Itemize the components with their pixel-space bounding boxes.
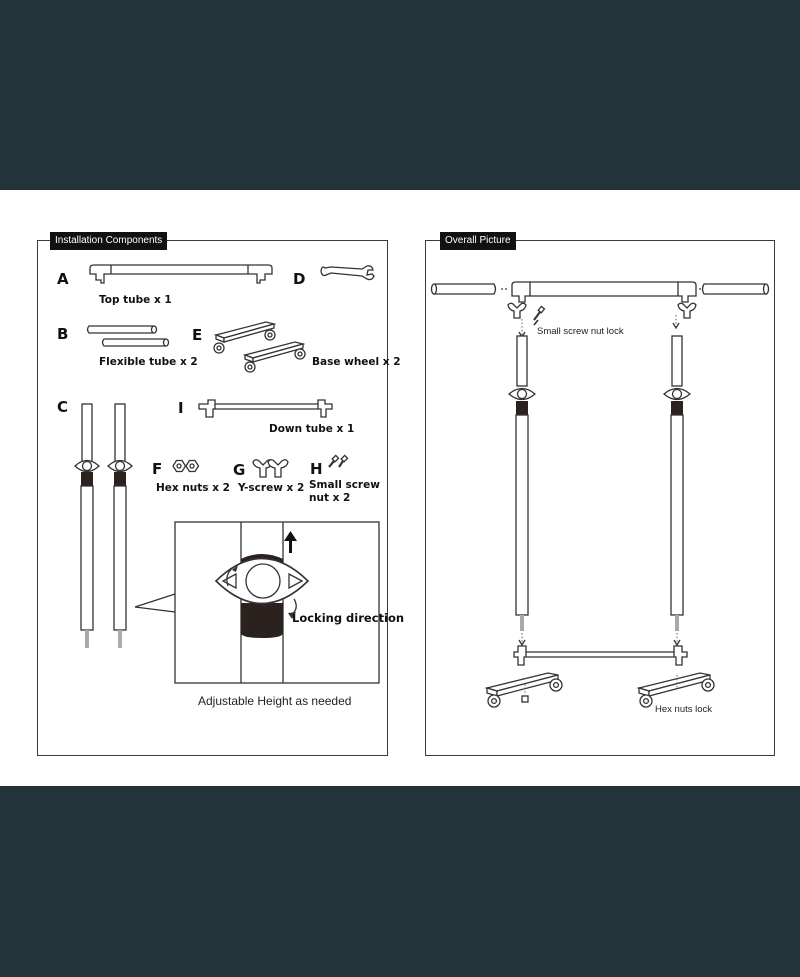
letter-h: H [310, 460, 323, 478]
left-post [507, 335, 537, 631]
label-small-screw-line1: Small screw [309, 479, 380, 491]
top-tube-drawing [89, 264, 273, 284]
components-illustration: A Top tube x 1 D B Flexible tube x 2 [57, 264, 404, 708]
alignment-guides-bottom [518, 633, 681, 647]
top-rail-assembly [430, 281, 770, 303]
down-tube-drawing [198, 399, 333, 418]
bottom-dark-band [0, 786, 800, 977]
down-tube [513, 645, 688, 666]
letter-f: F [152, 460, 162, 478]
label-y-screw: Y-screw x 2 [237, 482, 304, 494]
letter-e: E [192, 326, 202, 344]
y-screws-drawing [252, 459, 289, 478]
base-wheels-drawing [213, 321, 306, 373]
left-base-wheel [484, 672, 563, 708]
label-hex-nuts-lock: Hex nuts lock [655, 704, 712, 715]
detail-callout [134, 593, 176, 613]
label-top-tube: Top tube x 1 [99, 294, 172, 306]
label-small-screw-nut-lock: Small screw nut lock [537, 326, 624, 337]
letter-a: A [57, 270, 69, 288]
letter-g: G [233, 461, 245, 479]
label-base-wheel: Base wheel x 2 [312, 356, 401, 368]
panel-title: Overall Picture [440, 232, 516, 250]
vertical-posts-drawing [74, 403, 133, 648]
label-down-tube: Down tube x 1 [269, 423, 354, 435]
label-hex-nuts: Hex nuts x 2 [156, 482, 230, 494]
screw-locks [507, 302, 697, 326]
flexible-tubes-drawing [86, 325, 170, 347]
label-flexible-tube: Flexible tube x 2 [99, 356, 198, 368]
assembly-illustration: Small screw nut lock [430, 281, 770, 715]
label-small-screw-line2: nut x 2 [309, 492, 350, 504]
letter-c: C [57, 398, 68, 416]
label-locking-direction: Locking direction [292, 611, 404, 625]
caption-adjustable-height: Adjustable Height as needed [198, 694, 351, 708]
overall-picture-panel: Overall Picture Sma [425, 232, 775, 756]
letter-i: I [178, 399, 184, 417]
installation-components-panel: Installation Components A Top tube x 1 D… [37, 232, 404, 756]
small-screws-drawing [328, 454, 349, 468]
panel-title: Installation Components [50, 232, 168, 250]
letter-d: D [293, 270, 305, 288]
locking-detail-box [174, 521, 380, 684]
right-post [662, 335, 692, 631]
top-dark-band [0, 0, 800, 190]
instruction-sheet: Installation Components A Top tube x 1 D… [0, 190, 800, 786]
wrench-drawing [320, 265, 375, 281]
hex-nuts-drawing [172, 459, 200, 473]
letter-b: B [57, 325, 68, 343]
right-base-wheel [636, 672, 715, 708]
